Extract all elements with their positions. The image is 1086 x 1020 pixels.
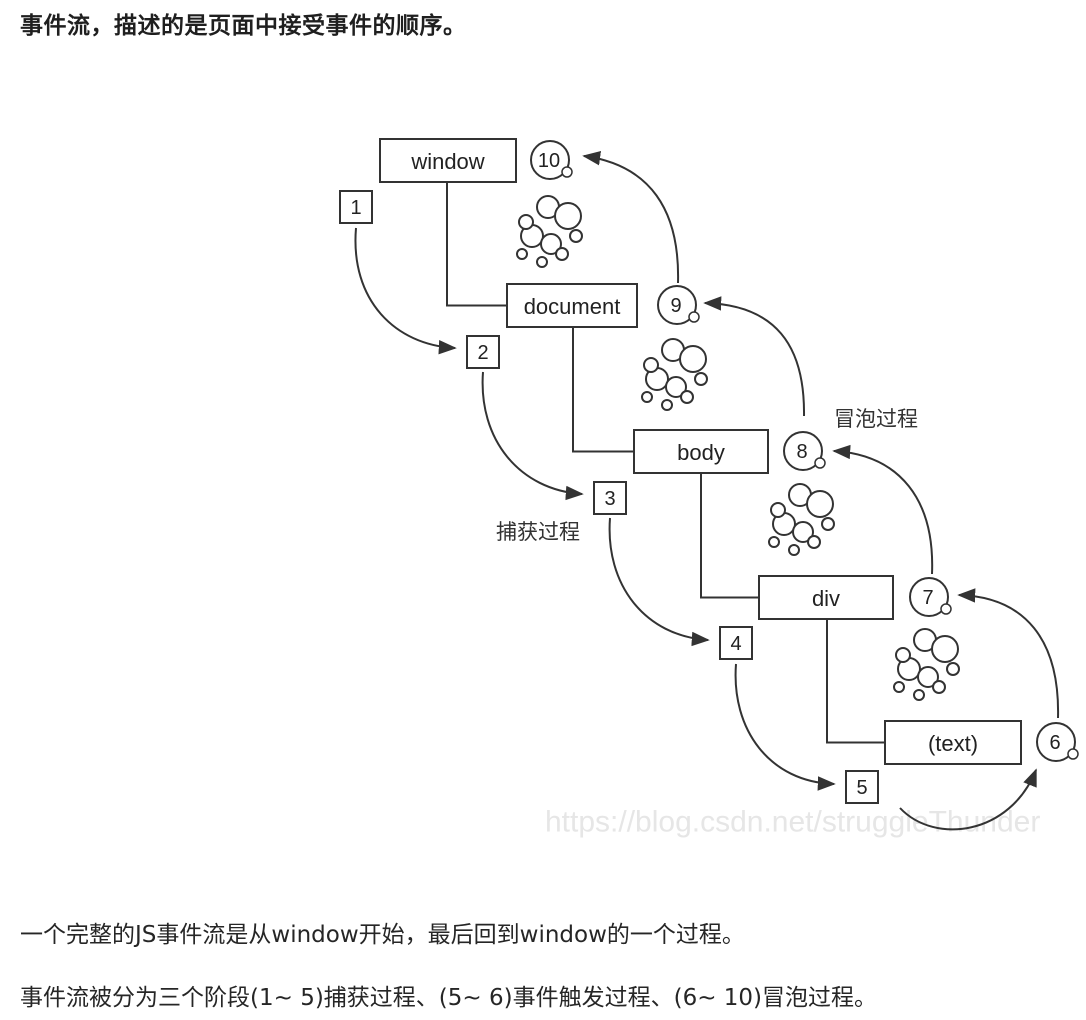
capture-step-number: 2 bbox=[477, 342, 488, 364]
capture-step-3: 3 bbox=[593, 481, 627, 515]
dom-node-label: div bbox=[812, 586, 840, 611]
capture-step-2: 2 bbox=[466, 335, 500, 369]
bubble-step-8: 8 bbox=[783, 431, 826, 471]
capture-step-number: 5 bbox=[856, 777, 867, 799]
capture-arrow bbox=[354, 227, 457, 355]
bubble-cluster-icon bbox=[641, 338, 708, 411]
capture-arrow bbox=[481, 371, 584, 501]
capture-step-number: 1 bbox=[350, 197, 361, 219]
capture-phase-label: 捕获过程 bbox=[496, 520, 580, 544]
dom-node-label: window bbox=[410, 149, 484, 174]
bubble-cluster-icon bbox=[516, 195, 583, 268]
dom-node-1: window bbox=[379, 138, 517, 183]
dom-node-label: document bbox=[524, 294, 621, 319]
bubble-step-9: 9 bbox=[657, 285, 700, 325]
bubble-step-6: 6 bbox=[1036, 722, 1079, 762]
capture-step-4: 4 bbox=[719, 626, 753, 660]
capture-step-5: 5 bbox=[845, 770, 879, 804]
capture-step-number: 4 bbox=[730, 633, 741, 655]
dom-node-4: div bbox=[758, 575, 894, 620]
tree-connector bbox=[700, 473, 759, 599]
page-heading: 事件流，描述的是页面中接受事件的顺序。 bbox=[20, 13, 467, 39]
bubble-step-7: 7 bbox=[909, 577, 952, 617]
tree-connector bbox=[826, 619, 885, 744]
watermark-text: https://blog.csdn.net/struggleThunder bbox=[545, 806, 1040, 839]
bubble-step-number: 6 bbox=[1049, 732, 1060, 754]
description-paragraph-1: 一个完整的JS事件流是从window开始，最后回到window的一个过程。 bbox=[20, 922, 745, 948]
bubble-arrow bbox=[957, 588, 1060, 719]
capture-step-number: 3 bbox=[604, 488, 615, 510]
capture-arrow bbox=[734, 663, 836, 791]
bubble-cluster-icon bbox=[893, 628, 960, 701]
bubble-arrow bbox=[703, 296, 806, 417]
event-flow-diagram: https://blog.csdn.net/struggleThunder wi… bbox=[339, 138, 1079, 839]
trigger-arrow bbox=[899, 768, 1037, 831]
bubble-arrow bbox=[832, 444, 934, 575]
dom-node-label: (text) bbox=[928, 731, 978, 756]
bubble-step-number: 9 bbox=[670, 295, 681, 317]
bubble-step-number: 10 bbox=[538, 150, 560, 172]
bubble-step-number: 7 bbox=[922, 587, 933, 609]
bubble-arrow bbox=[582, 151, 680, 284]
capture-arrow bbox=[608, 517, 710, 647]
bubble-cluster-icon bbox=[768, 483, 835, 556]
bubble-phase-label: 冒泡过程 bbox=[834, 407, 918, 431]
tree-connector bbox=[572, 327, 634, 453]
capture-step-1: 1 bbox=[339, 190, 373, 224]
bubble-step-10: 10 bbox=[530, 140, 573, 180]
dom-node-5: (text) bbox=[884, 720, 1022, 765]
dom-node-2: document bbox=[506, 283, 638, 328]
dom-node-3: body bbox=[633, 429, 769, 474]
tree-connector bbox=[446, 182, 507, 307]
bubble-step-number: 8 bbox=[796, 441, 807, 463]
description-paragraph-2: 事件流被分为三个阶段(1~ 5)捕获过程、(5~ 6)事件触发过程、(6~ 10… bbox=[20, 985, 878, 1011]
dom-node-label: body bbox=[677, 440, 725, 465]
